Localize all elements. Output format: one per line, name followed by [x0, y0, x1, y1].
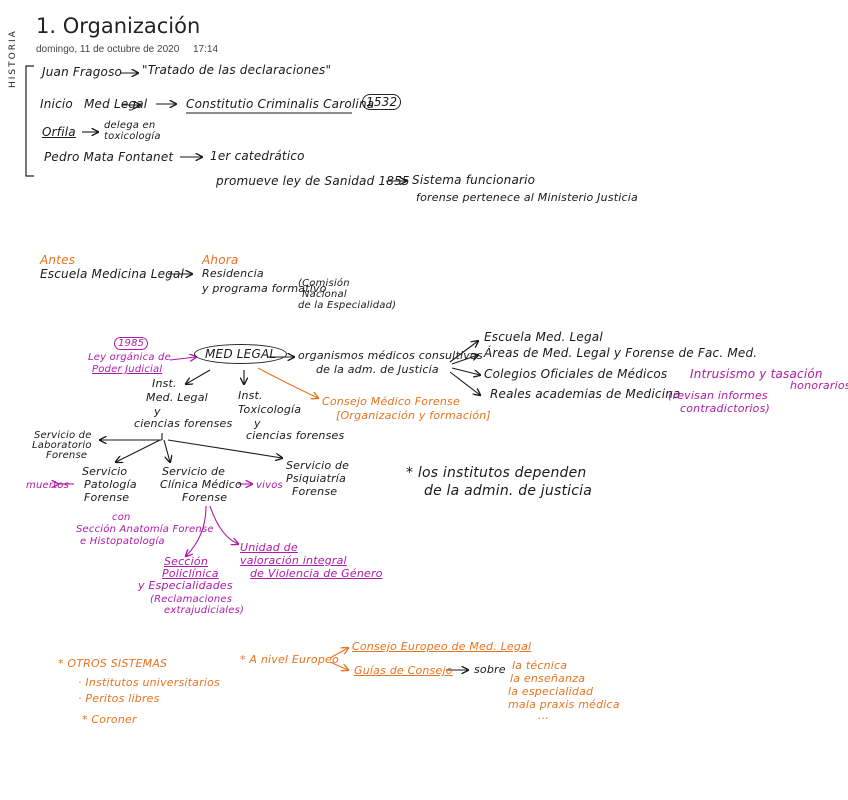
tox-toxicologia: Toxicología: [238, 403, 302, 416]
areas-med-legal: Áreas de Med. Legal y Forense de Fac. Me…: [484, 346, 758, 360]
lab-2: Laboratorio: [32, 440, 92, 451]
year-1532: 1532: [362, 94, 402, 110]
nivel-europeo: * A nivel Europeo: [240, 653, 339, 666]
peritos-libres: · Peritos libres: [78, 692, 160, 705]
muertos: muertos: [26, 480, 69, 491]
pat-2: Patología: [84, 478, 137, 491]
vivos: vivos: [256, 480, 283, 491]
page-time: 17:14: [193, 44, 219, 55]
psi-2: Psiquiatría: [286, 472, 347, 485]
juan-fragoso: Juan Fragoso: [42, 65, 123, 79]
mala-praxis: mala praxis médica: [508, 698, 620, 711]
delega-en: delega en: [104, 120, 156, 131]
organismos-1: organismos médicos consultivos: [298, 349, 483, 362]
con-label: con: [112, 512, 131, 523]
clin-2: Clínica Médico: [160, 478, 242, 491]
guias-consejo: Guías de Consejo: [354, 664, 453, 677]
tecnica: la técnica: [512, 659, 568, 672]
escuela-medicina-legal: Escuela Medicina Legal: [40, 267, 185, 281]
lab-1: Servicio de: [34, 430, 92, 441]
ley-organica: Ley orgánica de: [88, 352, 171, 363]
psi-1: Servicio de: [286, 459, 350, 472]
pat-3: Forense: [84, 491, 130, 504]
clin-3: Forense: [182, 491, 228, 504]
inst-1: Inst.: [152, 377, 177, 390]
histopatologia: e Histopatología: [80, 536, 165, 547]
inst-med-legal: Med. Legal: [146, 391, 208, 404]
especialidad: la especialidad: [508, 685, 594, 698]
programa-formativo: y programa formativo: [202, 282, 327, 295]
constitutio-carolina: Constitutio Criminalis Carolina: [186, 97, 375, 111]
consejo-europeo: Consejo Europeo de Med. Legal: [352, 640, 532, 653]
poli-especialidades: y Especialidades: [138, 579, 233, 592]
valoracion-integral: valoración integral: [240, 554, 347, 567]
poli-seccion: Sección: [164, 555, 209, 568]
organismos-2: de la adm. de Justicia: [316, 363, 439, 376]
clin-1: Servicio de: [162, 465, 226, 478]
ellipsis: ...: [538, 709, 550, 722]
orfila: Orfila: [42, 125, 76, 139]
toxicologia-note: toxicología: [104, 131, 161, 142]
colegios-medicos: Colegios Oficiales de Médicos: [484, 367, 668, 381]
escuela-med-legal: Escuela Med. Legal: [484, 330, 603, 344]
poli-policlinica: Policlínica: [162, 567, 219, 580]
sobre-label: sobre: [474, 663, 506, 676]
primer-catedratico: 1er catedrático: [210, 149, 305, 163]
seccion-anatomia: Sección Anatomía Forense: [76, 524, 214, 535]
ensenanza: la enseñanza: [510, 672, 586, 685]
comision-3: de la Especialidad): [298, 300, 397, 311]
unidad-de: Unidad de: [240, 541, 298, 554]
forense-ministerio: forense pertenece al Ministerio Justicia: [416, 191, 638, 204]
contradictorios: contradictorios): [680, 402, 770, 415]
inicio-label: Inicio: [40, 97, 73, 111]
antes-label: Antes: [40, 253, 76, 267]
coroner: * Coroner: [82, 713, 137, 726]
med-legal-node: MED LEGAL: [194, 344, 288, 364]
residencia: Residencia: [202, 267, 264, 280]
comision-2: Nacional: [302, 289, 347, 300]
intrusismo-tasacion: Intrusismo y tasación: [690, 367, 823, 381]
sistema-funcionario: Sistema funcionario: [412, 173, 536, 187]
revisan-informes: (revisan informes: [668, 389, 768, 402]
poder-judicial: Poder Judicial: [92, 364, 163, 375]
historia-side-label: HISTORIA: [8, 29, 18, 88]
page-date: domingo, 11 de octubre de 2020: [36, 44, 180, 55]
tox-inst: Inst.: [238, 389, 263, 402]
psi-3: Forense: [292, 485, 338, 498]
institutos-universitarios: · Institutos universitarios: [78, 676, 220, 689]
inst-ciencias-forenses: ciencias forenses: [134, 417, 233, 430]
extrajudiciales: extrajudiciales): [164, 605, 245, 616]
honorarios: honorarios: [790, 379, 848, 392]
reclamaciones: (Reclamaciones: [150, 594, 233, 605]
ahora-label: Ahora: [202, 253, 239, 267]
med-legal-label: Med Legal: [84, 97, 148, 111]
tox-ciencias-forenses: ciencias forenses: [246, 429, 345, 442]
violencia-genero: de Violencia de Género: [250, 567, 383, 580]
note-institutos-1: * los institutos dependen: [406, 465, 587, 481]
note-institutos-2: de la admin. de justicia: [424, 483, 592, 499]
tox-y: y: [254, 417, 261, 430]
ley-year-1985: 1985: [114, 337, 149, 350]
consejo-medico-forense: Consejo Médico Forense: [322, 395, 460, 408]
ley-sanidad: promueve ley de Sanidad 1855: [216, 174, 410, 188]
inst-y: y: [154, 405, 161, 418]
page-title: 1. Organización: [36, 14, 201, 38]
otros-sistemas-title: * OTROS SISTEMAS: [58, 657, 168, 670]
pedro-mata: Pedro Mata Fontanet: [44, 150, 174, 164]
organizacion-formacion: [Organización y formación]: [336, 409, 491, 422]
comision-1: (Comisión: [298, 278, 350, 289]
pat-1: Servicio: [82, 465, 128, 478]
lab-3: Forense: [46, 450, 88, 461]
tratado-declaraciones: "Tratado de las declaraciones": [142, 63, 332, 77]
reales-academias: Reales academias de Medicina: [490, 387, 681, 401]
